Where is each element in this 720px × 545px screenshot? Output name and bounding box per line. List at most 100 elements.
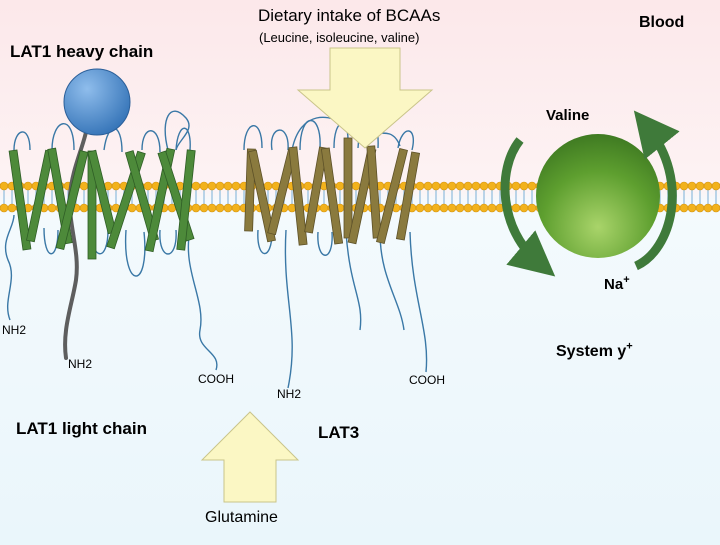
lat1-helix: [55, 150, 89, 250]
lipid-head: [471, 203, 481, 213]
lipid-head: [423, 203, 433, 213]
lat3-helix: [395, 151, 421, 241]
lipid-head: [191, 181, 201, 191]
lipid-head: [447, 181, 457, 191]
lat3-helix: [376, 147, 408, 245]
lipid-head: [463, 181, 473, 191]
na-text: Na: [604, 276, 624, 293]
lipid-head: [231, 181, 241, 191]
lipid-head: [319, 203, 329, 213]
dietary-intake-arrow: [296, 47, 434, 149]
lipid-head: [79, 181, 89, 191]
lipid-head: [79, 203, 89, 213]
lipid-head: [263, 181, 273, 191]
lat3-label: LAT3: [318, 423, 360, 442]
lat3-helices: [244, 137, 421, 246]
lat3-helix: [320, 147, 344, 245]
lat1-light-chain-loops: [4, 123, 218, 371]
lipid-head: [487, 203, 497, 213]
lipid-head: [679, 181, 689, 191]
lipid-head: [111, 181, 121, 191]
lipid-head: [687, 181, 697, 191]
lipid-head: [455, 203, 465, 213]
lipid-head: [199, 181, 209, 191]
lipid-head: [695, 203, 705, 213]
lipid-head: [463, 203, 473, 213]
glutamine-label: Glutamine: [205, 509, 278, 526]
lipid-head: [423, 181, 433, 191]
lipid-head: [511, 203, 521, 213]
lipid-head: [439, 181, 449, 191]
lipid-head: [47, 203, 57, 213]
heavy-chain-globular-domain: [63, 68, 131, 136]
lipid-head: [431, 203, 441, 213]
lipid-head: [231, 203, 241, 213]
lipid-head: [479, 203, 489, 213]
lipid-head: [223, 203, 233, 213]
nh2-terminus-light-chain: NH2: [2, 323, 27, 337]
na-label: Na+: [604, 274, 630, 294]
lipid-head: [127, 203, 137, 213]
lipid-head: [0, 203, 9, 213]
lipid-head: [207, 181, 217, 191]
na-curved-arrow: [633, 110, 680, 271]
lipid-head: [351, 181, 361, 191]
lipid-head: [679, 203, 689, 213]
lat1-helix: [8, 149, 32, 251]
lipid-head: [527, 203, 537, 213]
na-superscript: +: [623, 274, 630, 286]
lat3-helix: [304, 146, 328, 234]
lipid-head: [519, 203, 529, 213]
glutamine-arrow: [200, 411, 300, 503]
lat3-helix: [248, 149, 276, 243]
nh2-terminus-heavy-chain: NH2: [68, 357, 93, 371]
lipid-head: [695, 181, 705, 191]
cooh-terminus-lat3: COOH: [409, 373, 445, 387]
lipid-head: [703, 203, 713, 213]
lipid-head: [0, 181, 9, 191]
system-y-superscript: +: [626, 340, 633, 353]
lipid-head: [527, 181, 537, 191]
blood-label: Blood: [639, 14, 685, 31]
lat1-heavy-chain-line: [63, 130, 88, 360]
lipid-head: [439, 203, 449, 213]
lipid-head: [471, 181, 481, 191]
lipid-head: [711, 181, 720, 191]
lipid-head: [7, 203, 17, 213]
lat1-heavy-chain-label: LAT1 heavy chain: [10, 42, 154, 61]
lipid-head: [431, 181, 441, 191]
lipid-head: [415, 203, 425, 213]
lipid-head: [455, 181, 465, 191]
lipid-head: [511, 181, 521, 191]
lipid-head: [23, 181, 33, 191]
lipid-head: [415, 181, 425, 191]
lipid-head: [487, 181, 497, 191]
intake-title: Dietary intake of BCAAs: [258, 6, 441, 25]
lipid-head: [191, 203, 201, 213]
lipid-head: [479, 181, 489, 191]
lipid-head: [207, 203, 217, 213]
system-y-transporter: [536, 134, 660, 258]
lipid-head: [303, 181, 313, 191]
lipid-head: [215, 181, 225, 191]
cooh-terminus-light-chain: COOH: [198, 372, 234, 386]
lipid-head: [215, 203, 225, 213]
lipid-head: [687, 203, 697, 213]
system-y-text: System y: [556, 343, 627, 360]
lipid-head: [519, 181, 529, 191]
lat1-light-chain-label: LAT1 light chain: [16, 419, 147, 438]
system-y-label: System y+: [556, 340, 633, 361]
intake-subtitle: (Leucine, isoleucine, valine): [259, 30, 420, 45]
lipid-head: [143, 181, 153, 191]
lipid-head: [447, 203, 457, 213]
lipid-head: [703, 181, 713, 191]
lipid-head: [199, 203, 209, 213]
lipid-head: [711, 203, 720, 213]
lat3-helix: [343, 137, 353, 239]
nh2-terminus-lat3: NH2: [277, 387, 302, 401]
lat3-helix: [288, 146, 308, 246]
valine-curved-arrow: [500, 137, 556, 277]
lipid-head: [335, 181, 345, 191]
lat1-helices: [8, 147, 196, 260]
